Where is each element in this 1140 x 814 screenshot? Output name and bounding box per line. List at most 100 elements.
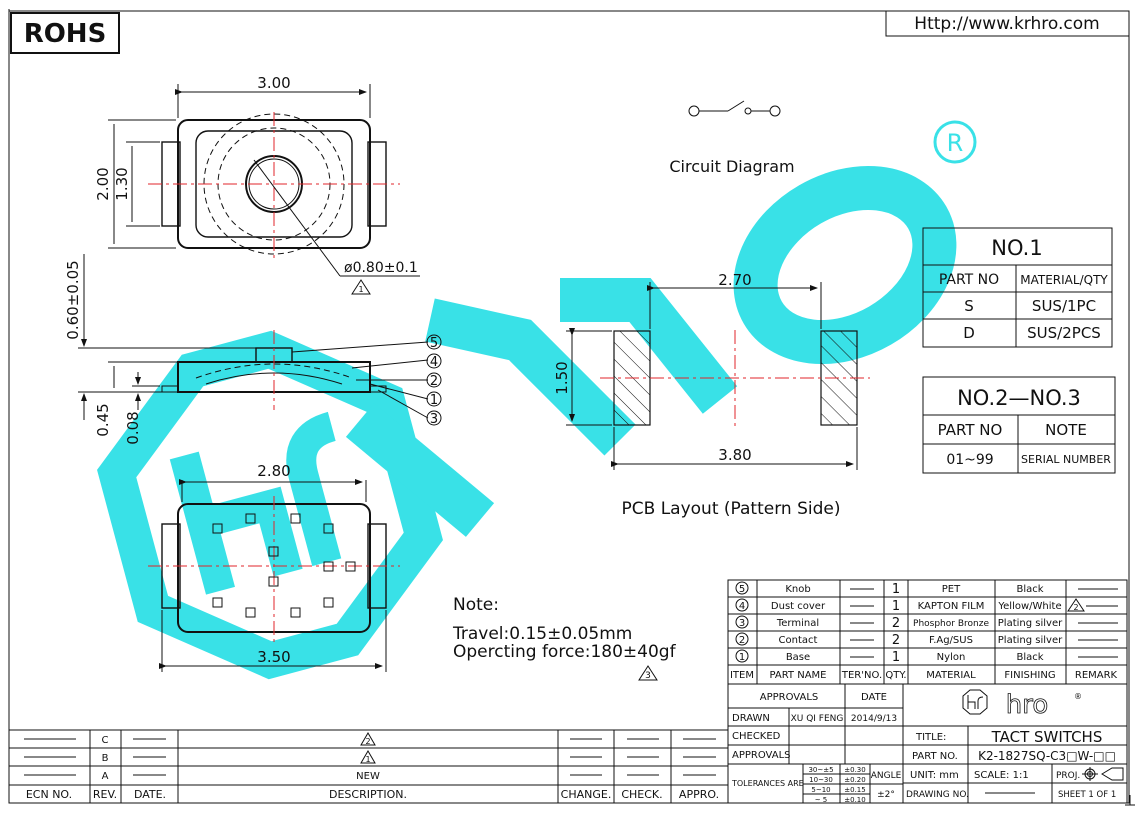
bom-header-material: MATERIAL <box>926 670 976 681</box>
tb-tol-range-4: ~ 5 <box>815 796 828 804</box>
table-no1: NO.1 PART NO MATERIAL/QTY S SUS/1PC D SU… <box>922 227 1113 348</box>
no2-row1-note: SERIAL NUMBER <box>1021 453 1111 466</box>
tb-title-label: TITLE: <box>915 732 946 743</box>
hole-mark: 1 <box>358 285 363 294</box>
top-inner-dim: 1.30 <box>113 167 131 200</box>
pcb-width-dim: 3.80 <box>718 446 751 464</box>
tb-approvals-header: APPROVALS <box>760 692 819 703</box>
rev-footer-change: CHANGE. <box>561 788 612 801</box>
table-no2: NO.2—NO.3 PART NO NOTE 01~99 SERIAL NUMB… <box>922 376 1116 474</box>
circuit-label: Circuit Diagram <box>669 157 794 176</box>
rev-b: B <box>102 753 109 764</box>
tb-partno-label: PART NO. <box>912 751 958 762</box>
projection-symbol-icon <box>1082 767 1124 781</box>
tb-proj-label: PROJ. <box>1056 771 1080 781</box>
bom-header-qty: QTY. <box>885 670 906 681</box>
bom-finishing-5: Black <box>1016 584 1043 595</box>
bom-name-3: Terminal <box>776 618 819 629</box>
rev-a: A <box>102 771 109 782</box>
no2-header-note: NOTE <box>1045 421 1087 439</box>
notes-title: Note: <box>453 595 499 615</box>
callout-2: 2 <box>430 374 438 389</box>
side-body-dim: 0.45 <box>94 403 112 436</box>
no2-row1-part: 01~99 <box>946 452 993 468</box>
callout-1: 1 <box>430 393 438 408</box>
rev-footer-appro: APPRO. <box>679 788 719 801</box>
bom-name-1: Base <box>786 652 810 663</box>
bom-material-4: KAPTON FILM <box>918 601 985 612</box>
hro-logo: hro ® <box>962 689 1082 720</box>
svg-text:R: R <box>947 129 964 157</box>
tb-unit: UNIT: mm <box>910 770 959 781</box>
bom-material-1: Nylon <box>937 652 966 663</box>
sheet-border <box>8 10 1130 804</box>
bom-header-remark: REMARK <box>1075 670 1118 681</box>
tb-title-value: TACT SWITCHS <box>991 728 1103 746</box>
bom-remark-4: 2 <box>1073 603 1078 612</box>
bom-finishing-4: Yellow/White <box>997 601 1061 612</box>
tb-tol-range-3: 5~10 <box>811 786 830 794</box>
no2-header-part: PART NO <box>938 421 1003 439</box>
side-view: 0.60±0.05 0.45 0.08 5 4 2 1 3 <box>64 254 442 445</box>
bom-qty-2: 2 <box>892 633 900 648</box>
bom-name-2: Contact <box>779 635 818 646</box>
no2-title: NO.2—NO.3 <box>957 386 1081 410</box>
hole-dim: ø0.80±0.1 <box>344 260 418 276</box>
tb-approvals-label: APPROVALS <box>732 750 791 761</box>
pcb-height-dim: 1.50 <box>553 361 571 394</box>
bottom-width-dim: 3.50 <box>257 648 290 666</box>
url-text: Http://www.krhro.com <box>914 14 1099 34</box>
no1-row1-material: SUS/1PC <box>1032 297 1096 315</box>
notes-force-mark: 3 <box>645 671 651 681</box>
rev-b-desc: 1 <box>365 755 370 764</box>
rev-footer-date: DATE. <box>134 788 166 801</box>
bom-finishing-1: Black <box>1016 652 1043 663</box>
callout-5: 5 <box>430 336 438 351</box>
notes-travel: Travel:0.15±0.05mm <box>452 624 632 644</box>
top-view: 3.00 2.00 1.30 ø0.80±0.1 <box>94 74 420 295</box>
bom-name-5: Knob <box>785 584 810 595</box>
logo-text: hro <box>1006 690 1049 720</box>
tb-checked-label: CHECKED <box>732 731 781 742</box>
tb-angle-label: ANGLE <box>871 771 902 781</box>
bom-item-1: 1 <box>739 652 745 663</box>
tb-date-header: DATE <box>861 692 887 703</box>
bom-material-3: Phosphor Bronze <box>913 619 989 629</box>
bottom-view: 2.80 3.50 <box>148 462 400 672</box>
bom-item-2: 2 <box>739 635 745 646</box>
bom-item-5: 5 <box>739 584 745 595</box>
bom-header-finishing: FINISHING <box>1004 670 1055 681</box>
rev-footer-ecn: ECN NO. <box>26 788 72 801</box>
rev-footer-rev: REV. <box>93 788 117 801</box>
rev-a-desc: NEW <box>356 771 380 782</box>
no1-header-part: PART NO <box>939 272 999 288</box>
notes-force: Opercting force:180±40gf <box>453 642 677 662</box>
tb-tol-range-1: 30~±5 <box>808 766 833 774</box>
no1-header-material: MATERIAL/QTY <box>1020 273 1108 287</box>
bom-material-5: PET <box>942 584 961 595</box>
circuit-diagram: Circuit Diagram <box>669 100 795 176</box>
side-base-dim: 0.08 <box>124 411 142 444</box>
bom-header-terno: TER'NO. <box>841 670 882 681</box>
rohs-mark: ROHS <box>10 12 120 54</box>
bom-item-3: 3 <box>739 618 745 629</box>
tb-sheet: SHEET 1 OF 1 <box>1058 790 1116 800</box>
no1-row2-material: SUS/2PCS <box>1027 324 1101 342</box>
bom-qty-4: 1 <box>892 599 900 614</box>
bom-qty-1: 1 <box>892 650 900 665</box>
no1-title: NO.1 <box>991 236 1042 260</box>
rohs-text: ROHS <box>24 19 107 49</box>
tb-tol-range-2: 10~30 <box>809 776 833 784</box>
rev-c-desc: 2 <box>365 737 370 746</box>
pcb-spacing-dim: 2.70 <box>718 271 751 289</box>
bom-finishing-2: Plating silver <box>998 635 1063 646</box>
bom-qty-5: 1 <box>892 582 900 597</box>
tb-tolerances-label: TOLERANCES ARE <box>731 779 804 788</box>
tb-angle-value: ±2° <box>877 790 895 800</box>
tb-tol-value-3: ±0.15 <box>844 786 865 794</box>
tb-tol-value-4: ±0.10 <box>844 796 865 804</box>
bom-header-name: PART NAME <box>769 670 826 681</box>
bom-finishing-3: Plating silver <box>998 618 1063 629</box>
rev-footer-desc: DESCRIPTION. <box>329 788 407 801</box>
